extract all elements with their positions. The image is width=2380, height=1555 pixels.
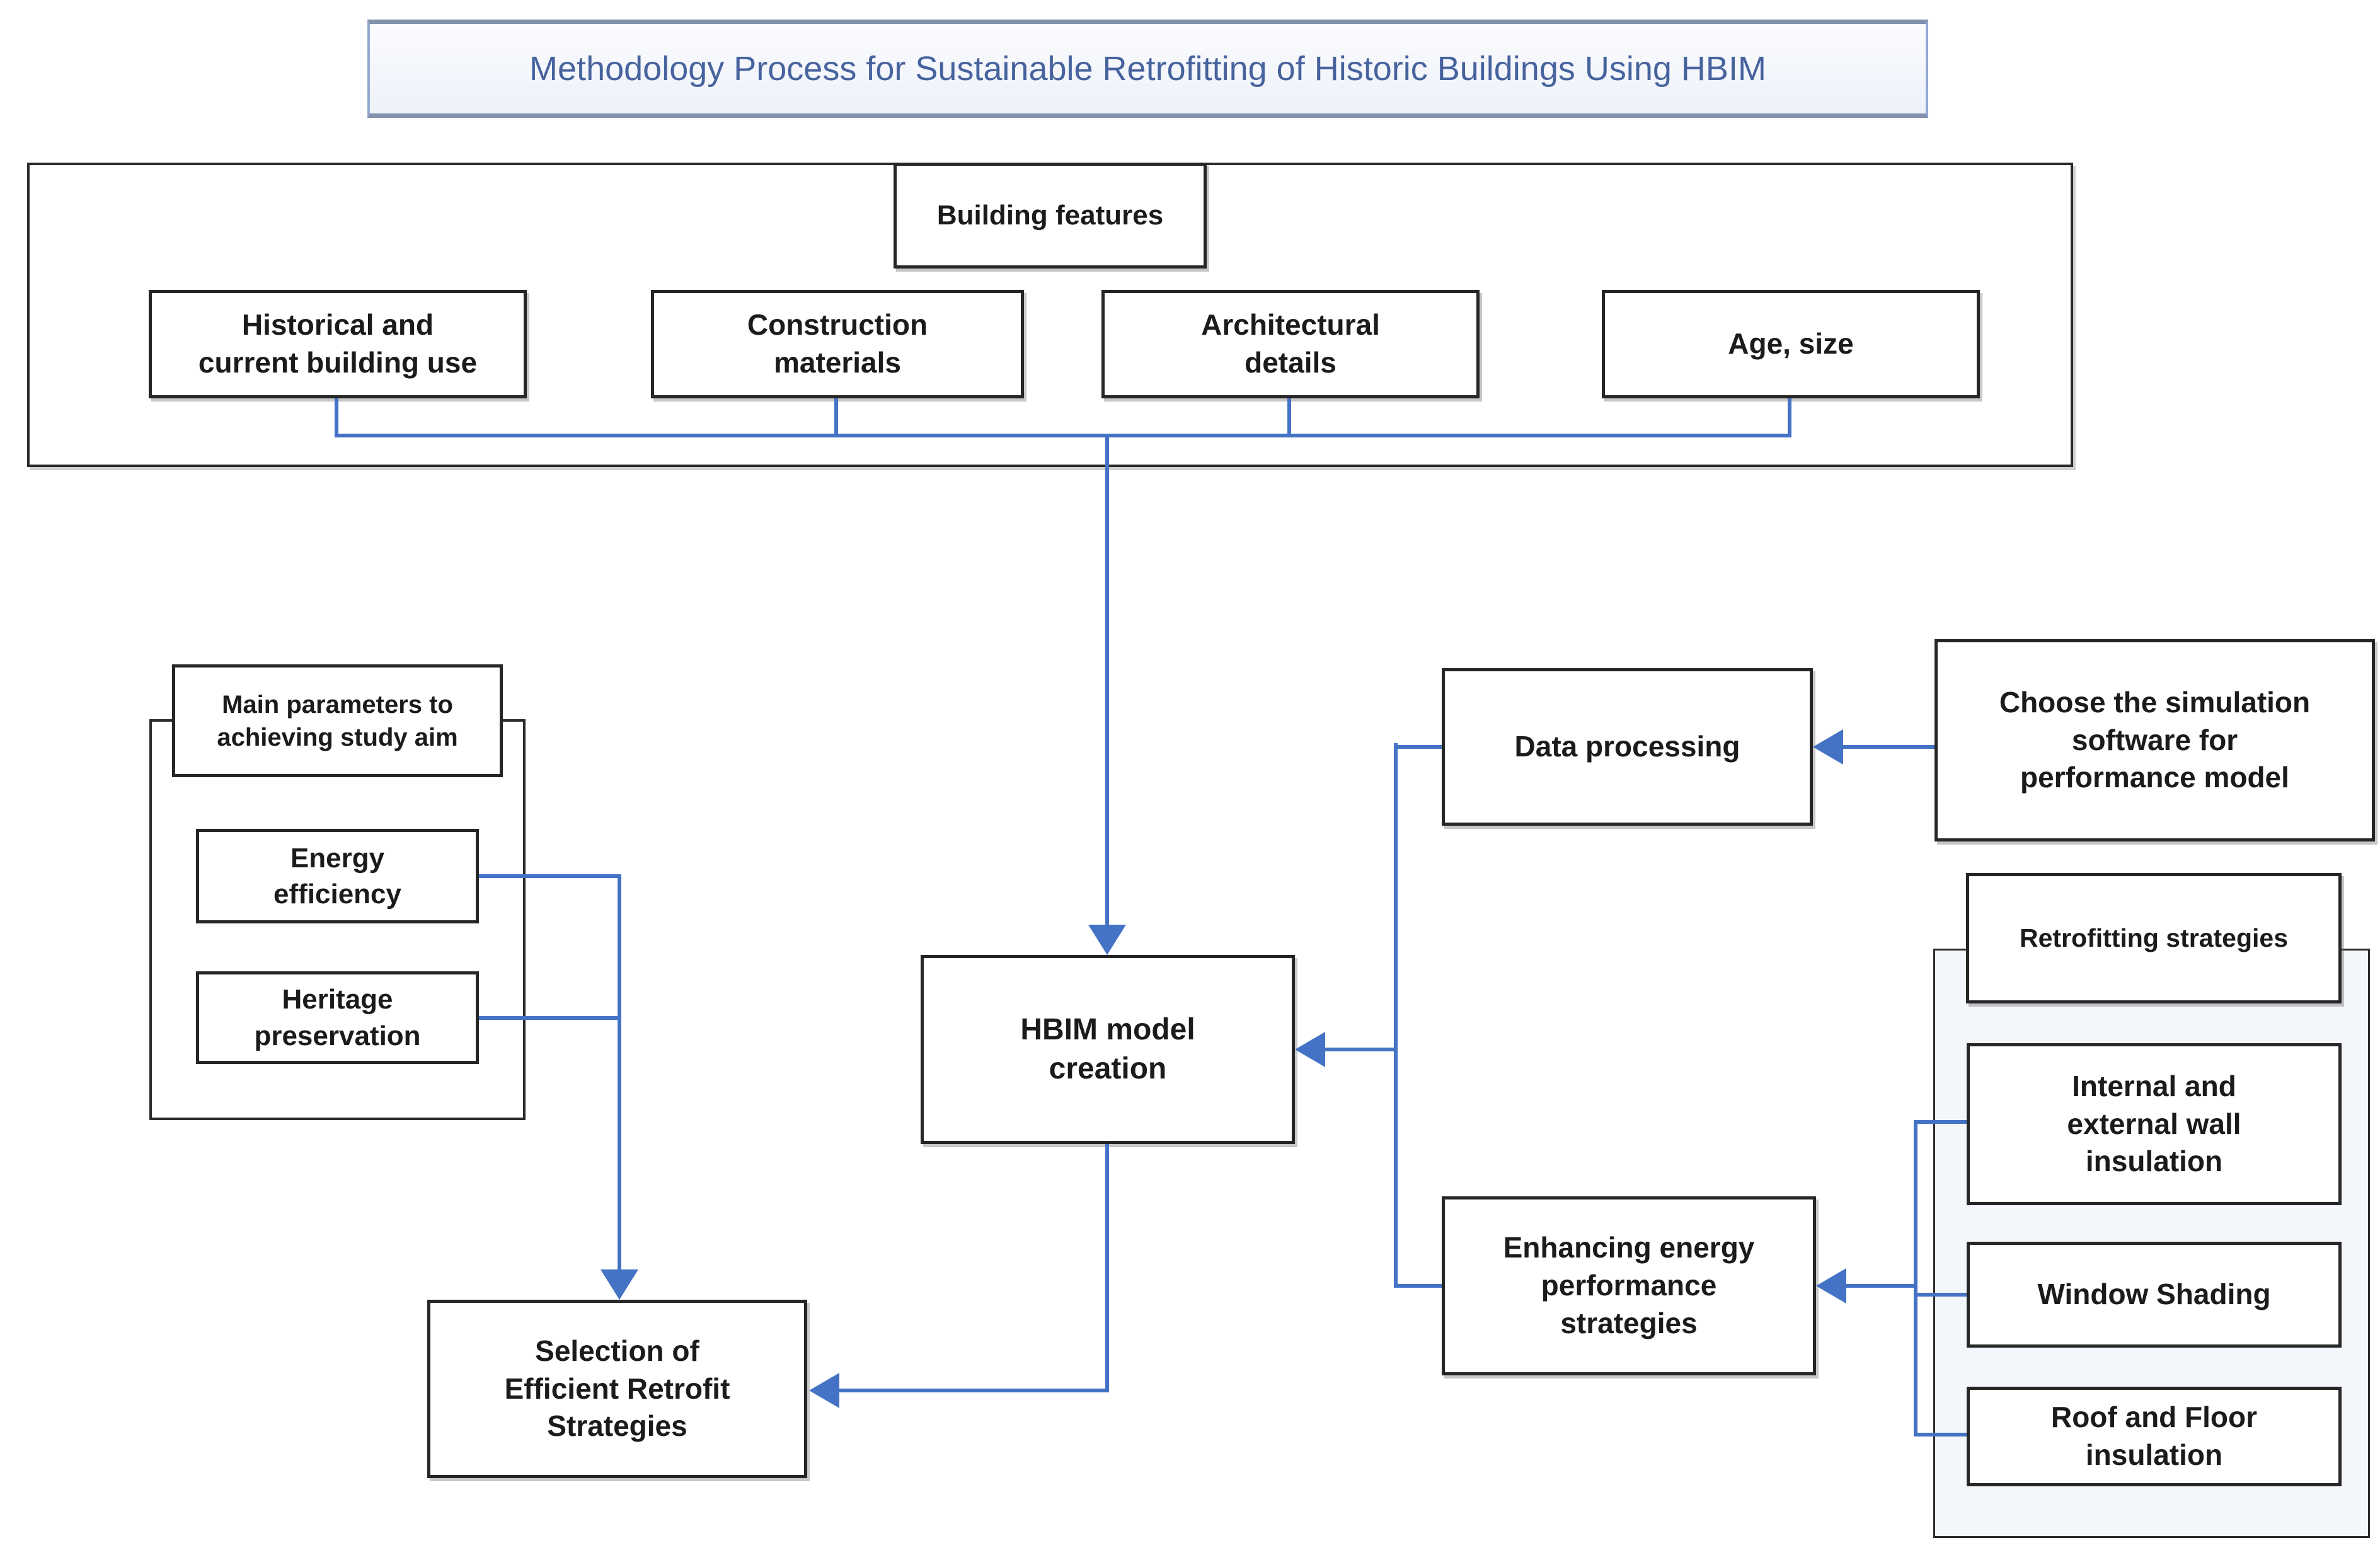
node-choose-simulation-software: Choose the simulation software for perfo…: [1934, 639, 2375, 841]
connector-right-branch: [1394, 743, 1398, 1288]
arrowhead-into-hbim-top: [1088, 925, 1126, 955]
arrowhead-into-selection-top: [601, 1269, 638, 1300]
arrowhead-into-enhancing-right: [1816, 1268, 1846, 1304]
node-energy-efficiency: Energy efficiency: [196, 829, 479, 923]
connector-roof-stub: [1914, 1433, 1967, 1436]
main-parameters-label: Main parameters to achieving study aim: [172, 664, 503, 777]
retrofitting-strategies-label: Retrofitting strategies: [1966, 873, 2342, 1003]
connector-features-collector: [335, 434, 1791, 437]
connector-branch-to-data: [1398, 745, 1442, 749]
connector-wall-stub: [1914, 1120, 1967, 1124]
arrowhead-into-data-right: [1813, 729, 1843, 765]
node-selection-of-efficient-retrofit-strategies: Selection of Efficient Retrofit Strategi…: [427, 1300, 807, 1478]
connector-retro-collector: [1914, 1120, 1917, 1436]
connector-historical-stub: [335, 398, 338, 435]
connector-construction-stub: [834, 398, 838, 435]
node-architectural-details: Architectural details: [1101, 290, 1480, 398]
building-features-label: Building features: [894, 163, 1207, 269]
connector-branch-to-hbim: [1325, 1048, 1394, 1051]
node-hbim-model-creation: HBIM model creation: [921, 955, 1295, 1144]
arrowhead-into-selection-right: [809, 1373, 839, 1408]
connector-parameters-to-selection: [618, 874, 621, 1269]
connector-hbim-to-selection: [839, 1389, 1109, 1392]
node-age-size: Age, size: [1602, 290, 1980, 398]
node-construction-materials: Construction materials: [651, 290, 1024, 398]
connector-retro-to-enhancing: [1846, 1284, 1914, 1288]
node-historical-current-building-use: Historical and current building use: [149, 290, 527, 398]
node-data-processing: Data processing: [1442, 668, 1813, 826]
node-window-shading: Window Shading: [1967, 1242, 2342, 1348]
connector-software-to-data: [1843, 745, 1934, 749]
connector-hbim-down: [1105, 1144, 1109, 1392]
connector-architectural-stub: [1287, 398, 1291, 435]
connector-energy-stub: [479, 874, 621, 878]
node-heritage-preservation: Heritage preservation: [196, 971, 479, 1064]
connector-age-stub: [1788, 398, 1791, 435]
node-roof-floor-insulation: Roof and Floor insulation: [1967, 1387, 2342, 1486]
connector-branch-to-enhancing: [1398, 1284, 1442, 1288]
diagram-title: Methodology Process for Sustainable Retr…: [367, 20, 1928, 118]
arrowhead-into-hbim-right: [1295, 1032, 1325, 1067]
node-wall-insulation: Internal and external wall insulation: [1967, 1043, 2342, 1205]
connector-heritage-stub: [479, 1016, 621, 1020]
connector-window-stub: [1914, 1293, 1967, 1297]
node-enhancing-energy-performance: Enhancing energy performance strategies: [1442, 1196, 1816, 1375]
connector-features-to-hbim: [1105, 434, 1109, 925]
